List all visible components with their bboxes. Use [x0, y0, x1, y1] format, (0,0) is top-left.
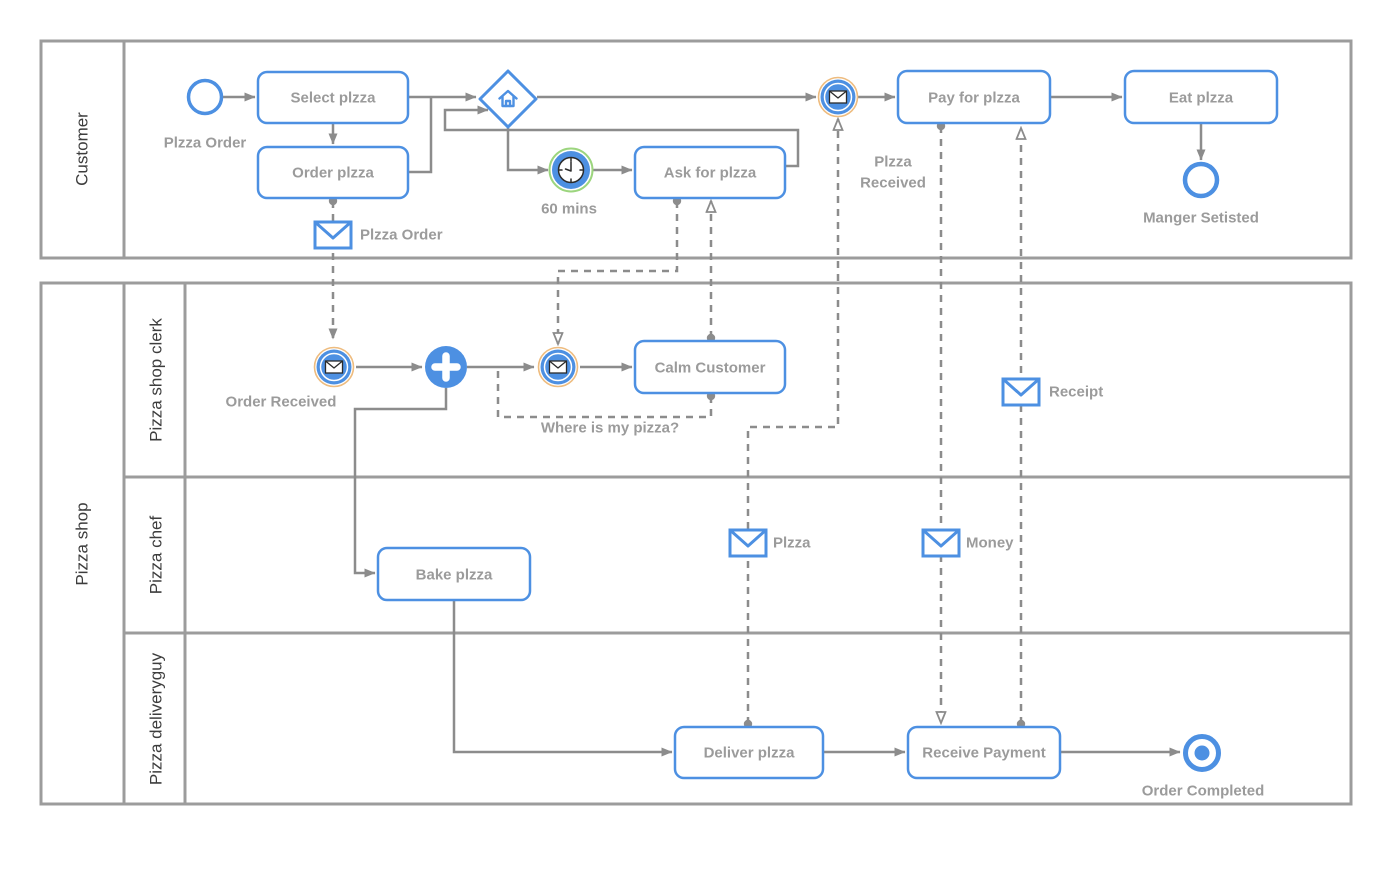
timer-event-label: 60 mins: [541, 201, 597, 218]
pizza-received-label-line2: Received: [860, 175, 926, 192]
envelope-icon: [313, 220, 353, 250]
home-gateway[interactable]: [478, 69, 538, 129]
svg-text:Receive Payment: Receive Payment: [922, 745, 1045, 762]
task-deliver-pizza[interactable]: Deliver plzza: [673, 725, 825, 780]
svg-text:Order plzza: Order plzza: [292, 165, 374, 182]
end-event-order-completed[interactable]: [1183, 734, 1221, 772]
order-completed-label: Order Completed: [1142, 783, 1265, 800]
svg-text:Bake plzza: Bake plzza: [416, 567, 493, 584]
message-money-label: Money: [966, 535, 1014, 552]
message-pizza-order-label: Plzza Order: [360, 227, 443, 244]
task-bake-pizza[interactable]: Bake plzza: [376, 546, 532, 602]
svg-text:Deliver plzza: Deliver plzza: [704, 745, 796, 762]
pool-customer-label: Customer: [73, 112, 92, 186]
lane-clerk-label: Pizza shop clerk: [147, 318, 166, 442]
envelope-icon: [548, 360, 568, 374]
task-ask-for-pizza[interactable]: Ask for plzza: [633, 145, 787, 200]
task-calm-customer[interactable]: Calm Customer: [633, 339, 787, 395]
start-event[interactable]: [186, 78, 224, 116]
lane-chef-label: Pizza chef: [147, 516, 166, 595]
flow-gateway-to-timer[interactable]: [506, 128, 549, 175]
pizza-received-label-line1: Plzza: [874, 154, 912, 171]
parallel-gateway[interactable]: [425, 346, 467, 388]
start-event-label: Plzza Order: [164, 135, 247, 152]
flow-bake-to-deliver[interactable]: [452, 600, 673, 757]
task-order-pizza[interactable]: Order plzza: [256, 145, 410, 200]
svg-text:Ask for plzza: Ask for plzza: [664, 165, 757, 182]
svg-text:Pay for plzza: Pay for plzza: [928, 90, 1020, 107]
lane-delivery-label: Pizza deliveryguy: [147, 652, 166, 785]
svg-text:Eat plzza: Eat plzza: [1169, 90, 1234, 107]
flow-parallel-to-bake[interactable]: [353, 388, 448, 578]
message-receipt-label: Receipt: [1049, 384, 1103, 401]
timer-event[interactable]: [548, 147, 594, 193]
pool-pizza-shop-label: Pizza shop: [73, 502, 92, 585]
plus-icon: [431, 352, 461, 382]
message-event-where-is-my-pizza[interactable]: [537, 346, 579, 388]
message-flow-ask-to-message2[interactable]: [558, 201, 677, 344]
svg-text:Calm Customer: Calm Customer: [655, 360, 766, 377]
message-flow-pizza[interactable]: [748, 119, 838, 724]
message-where-is-my-pizza-label: Where is my pizza?: [541, 420, 679, 437]
envelope-icon: [1001, 377, 1041, 407]
end-event-customer-label: Manger Setisted: [1143, 210, 1259, 227]
task-eat-pizza[interactable]: Eat plzza: [1123, 69, 1279, 125]
envelope-icon: [324, 360, 344, 374]
message-pizza-label: Plzza: [773, 535, 811, 552]
envelope-icon: [828, 90, 848, 104]
end-event-customer[interactable]: [1182, 161, 1220, 199]
message-event-pizza-received[interactable]: [817, 76, 859, 118]
task-select-pizza[interactable]: Select plzza: [256, 70, 410, 125]
order-received-label: Order Received: [226, 394, 337, 411]
message-start-event-order-received[interactable]: [313, 346, 355, 388]
clock-icon: [557, 156, 585, 184]
task-pay-for-pizza[interactable]: Pay for plzza: [896, 69, 1052, 125]
house-icon: [498, 89, 518, 108]
flow-order-to-gateway[interactable]: [408, 98, 433, 174]
svg-text:Select plzza: Select plzza: [290, 90, 376, 107]
envelope-icon: [921, 528, 961, 558]
task-receive-payment[interactable]: Receive Payment: [906, 725, 1062, 780]
envelope-icon: [728, 528, 768, 558]
